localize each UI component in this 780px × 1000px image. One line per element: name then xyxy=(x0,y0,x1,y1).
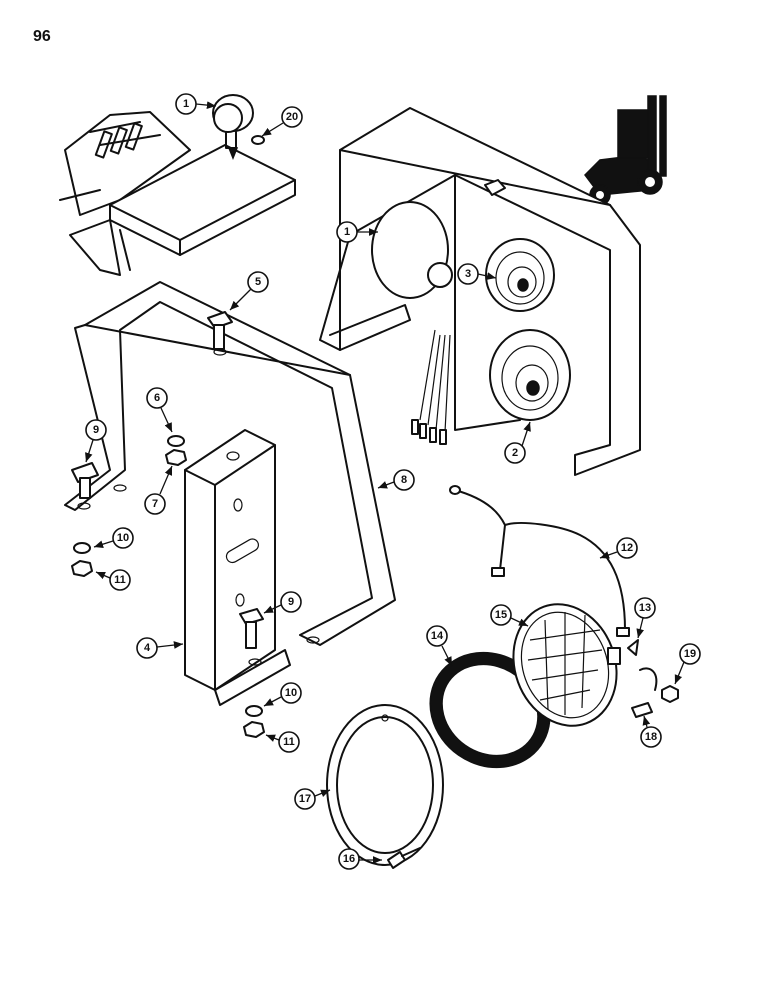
callout-10-right: 10 xyxy=(263,682,302,707)
bracket-mount xyxy=(184,429,291,706)
callout-20: 20 xyxy=(261,106,303,137)
svg-text:1: 1 xyxy=(344,226,350,238)
callout-17: 17 xyxy=(294,788,331,810)
callout-6: 6 xyxy=(146,387,173,433)
callout-5: 5 xyxy=(229,271,269,311)
lamp-housing-assembled xyxy=(319,107,641,476)
svg-text:18: 18 xyxy=(645,731,657,743)
callout-1-housing: 1 xyxy=(336,221,378,243)
callout-11-right: 11 xyxy=(265,731,300,753)
svg-text:20: 20 xyxy=(286,111,298,123)
callout-3: 3 xyxy=(457,263,497,285)
svg-text:2: 2 xyxy=(512,447,518,459)
bolt-9-left xyxy=(71,462,99,510)
callout-9-left: 9 xyxy=(85,419,107,463)
forklift-silhouette-icon xyxy=(584,95,667,206)
svg-text:3: 3 xyxy=(465,268,471,280)
svg-text:10: 10 xyxy=(285,687,297,699)
svg-text:10: 10 xyxy=(117,532,129,544)
cab-lamp-top xyxy=(212,94,265,161)
svg-text:6: 6 xyxy=(154,392,160,404)
callout-2: 2 xyxy=(504,421,531,464)
svg-text:7: 7 xyxy=(152,498,158,510)
svg-text:1: 1 xyxy=(183,98,189,110)
wire-harness xyxy=(449,485,630,637)
turn-lamp-lower xyxy=(489,329,571,421)
svg-text:17: 17 xyxy=(299,793,311,805)
callout-4: 4 xyxy=(136,637,184,659)
callout-12: 12 xyxy=(599,537,638,559)
washer-nut-left xyxy=(71,542,93,577)
svg-text:9: 9 xyxy=(288,596,294,608)
callout-9-right: 9 xyxy=(263,591,302,614)
clip-hardware xyxy=(627,639,679,718)
svg-text:15: 15 xyxy=(495,609,507,621)
screw-16 xyxy=(387,847,421,869)
callout-11-left: 11 xyxy=(95,569,131,591)
callout-14: 14 xyxy=(426,625,453,667)
fender-assembly xyxy=(59,111,296,276)
washer-nut-right xyxy=(243,705,265,738)
bolt-5 xyxy=(207,311,233,356)
svg-text:11: 11 xyxy=(283,736,295,748)
callout-8: 8 xyxy=(377,469,415,491)
callout-7: 7 xyxy=(144,465,173,515)
callout-16: 16 xyxy=(338,848,382,870)
bolt-9-right xyxy=(239,608,264,649)
lamp-sealed-beam xyxy=(512,603,621,727)
nut-washer-6-7 xyxy=(165,435,187,466)
svg-text:19: 19 xyxy=(684,648,696,660)
svg-text:9: 9 xyxy=(93,424,99,436)
callout-10-left: 10 xyxy=(93,527,134,549)
callout-13: 13 xyxy=(634,597,656,639)
turn-lamp-upper xyxy=(485,238,555,312)
svg-text:16: 16 xyxy=(343,853,355,865)
page-number: 96 xyxy=(33,28,51,45)
svg-text:5: 5 xyxy=(255,276,261,288)
svg-text:12: 12 xyxy=(621,542,633,554)
svg-text:8: 8 xyxy=(401,474,407,486)
callout-15: 15 xyxy=(490,604,529,627)
callout-18: 18 xyxy=(640,715,662,748)
svg-text:11: 11 xyxy=(114,574,126,586)
callout-19: 19 xyxy=(674,643,701,685)
svg-text:14: 14 xyxy=(431,630,444,642)
retaining-ring xyxy=(326,704,444,866)
callout-1-top: 1 xyxy=(175,93,217,115)
svg-text:13: 13 xyxy=(639,602,651,614)
svg-text:4: 4 xyxy=(144,642,151,654)
